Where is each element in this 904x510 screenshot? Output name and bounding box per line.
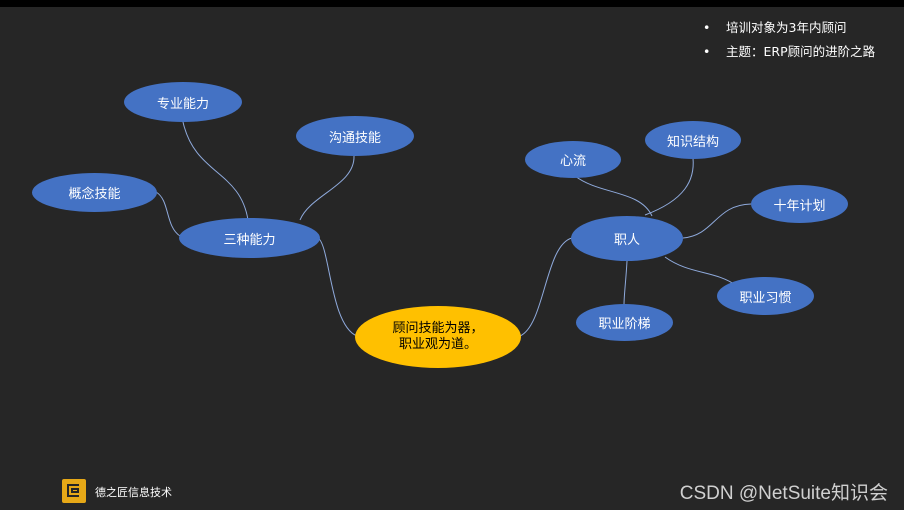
connector-right-flow	[574, 175, 653, 217]
connector-left-communication	[299, 155, 355, 221]
node-three-abilities[interactable]: 三种能力	[179, 218, 320, 258]
node-ten-year-plan[interactable]: 十年计划	[751, 185, 848, 223]
connector-right-habits	[664, 256, 738, 287]
bullet-topic: 主题：ERP顾问的进阶之路	[700, 40, 875, 64]
node-professional-ability[interactable]: 专业能力	[124, 82, 242, 122]
connector-center-right	[519, 237, 573, 337]
node-career-habits[interactable]: 职业习惯	[717, 277, 814, 315]
connector-left-professional	[182, 121, 249, 221]
top-strip	[0, 0, 904, 7]
node-flow[interactable]: 心流	[525, 141, 621, 178]
company-logo-icon	[62, 479, 86, 503]
node-knowledge-structure[interactable]: 知识结构	[645, 121, 741, 159]
node-center-theme[interactable]: 顾问技能为器， 职业观为道。	[355, 306, 521, 368]
watermark: CSDN @NetSuite知识会	[679, 483, 888, 504]
node-career-ladder[interactable]: 职业阶梯	[576, 304, 673, 341]
bullet-audience: 培训对象为3年内顾问	[700, 16, 875, 40]
connector-right-ladder	[623, 260, 628, 306]
connector-center-left	[317, 237, 358, 337]
node-communication-skill[interactable]: 沟通技能	[296, 116, 414, 156]
connector-left-conceptual	[155, 191, 181, 237]
connector-right-knowledge	[644, 157, 694, 216]
bullet-list: 培训对象为3年内顾问 主题：ERP顾问的进阶之路	[700, 16, 875, 64]
connector-right-tenyear	[682, 203, 752, 239]
node-craftsman[interactable]: 职人	[571, 216, 683, 261]
node-conceptual-skill[interactable]: 概念技能	[32, 173, 157, 212]
company-name: 德之匠信息技术	[95, 486, 172, 499]
